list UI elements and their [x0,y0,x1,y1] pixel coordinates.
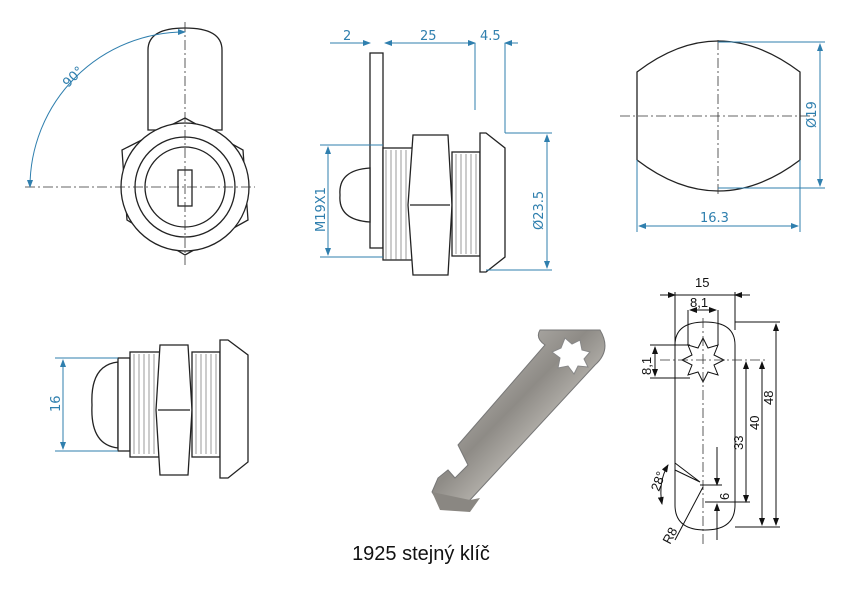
len-33-label: 33 [731,436,746,450]
diameter-label: Ø23.5 [532,191,547,230]
star-width-label: 8,1 [690,295,708,310]
height-label: 16 [49,395,64,412]
end-diameter-label: Ø19 [805,101,820,128]
star-height-label: 8,1 [639,357,654,375]
cam-drawing: 15 8,1 8,1 48 40 33 6 28° R8 [639,275,780,546]
end-width-label: 16.3 [700,211,729,226]
angle-label: 90° [60,64,87,91]
len-48-label: 48 [761,391,776,405]
len-40-label: 40 [747,416,762,430]
end-view: Ø19 16.3 [620,40,825,232]
cam-width-label: 15 [695,275,709,290]
front-view: 90° [25,22,255,265]
dim-plate-label: 2 [343,29,351,44]
caption: 1925 stejný klíč [352,543,490,565]
dim-6-label: 6 [717,493,732,500]
angle-28-label: 28° [648,469,669,493]
dim-length-label: 25 [420,29,437,44]
side-view: 2 25 4.5 M19X1 Ø23.5 [314,29,552,276]
thread-label: M19X1 [314,187,329,232]
cam-photo [431,329,606,512]
bottom-side-view: 16 [49,339,249,479]
dim-flange-label: 4.5 [480,29,501,44]
radius-label: R8 [659,525,680,547]
